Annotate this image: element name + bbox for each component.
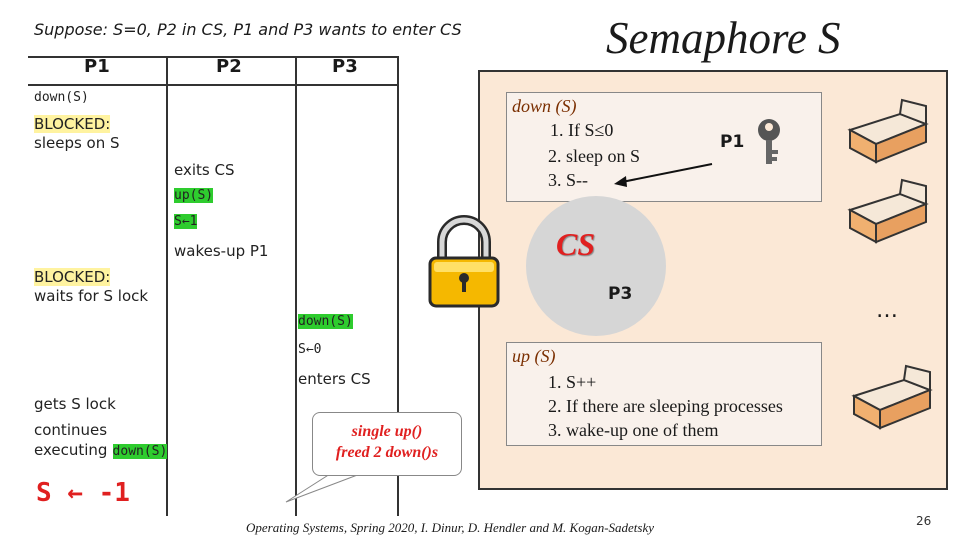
down-step-3: 3. S--	[548, 170, 588, 190]
callout-bubble: single up() freed 2 down()s	[312, 412, 462, 476]
p1-down-call-2: down(S)	[112, 444, 168, 459]
slide-title: Semaphore S	[606, 13, 841, 63]
p3-process-label: P3	[608, 284, 633, 304]
p1-continues-text: continues	[34, 421, 108, 439]
page-number: 26	[916, 514, 932, 528]
up-step-2: 2. If there are sleeping processes	[548, 396, 783, 416]
bed-icon	[847, 98, 929, 164]
scenario-caption: Suppose: S=0, P2 in CS, P1 and P3 wants …	[34, 20, 462, 39]
column-header-p3: P3	[332, 56, 358, 77]
more-beds-ellipsis: …	[876, 298, 898, 323]
down-step-1: 1. If S≤0	[550, 120, 614, 140]
table-header-divider	[28, 84, 398, 86]
p2-exits-text: exits CS	[174, 161, 235, 179]
p1-sleeps-text: sleeps on S	[34, 134, 120, 152]
column-divider-2	[295, 56, 297, 516]
bed-icon	[851, 364, 933, 430]
p1-blocked-label-2: BLOCKED:	[34, 268, 111, 286]
up-step-1: 1. S++	[548, 372, 597, 392]
footer-credits: Operating Systems, Spring 2020, I. Dinur…	[246, 520, 655, 535]
p1-executing-text: executing	[34, 441, 108, 459]
callout-line-2: freed 2 down()s	[335, 444, 439, 461]
p1-process-label: P1	[720, 132, 745, 152]
p3-down-call: down(S)	[298, 314, 353, 329]
down-procedure-title: down (S)	[512, 96, 577, 116]
p1-waits-text: waits for S lock	[34, 287, 149, 305]
bed-icon	[847, 178, 929, 244]
p3-enters-text: enters CS	[298, 370, 371, 388]
column-header-p1: P1	[84, 56, 110, 77]
p1-gets-lock-text: gets S lock	[34, 395, 116, 413]
result-value: S ← -1	[36, 478, 130, 508]
column-header-p2: P2	[216, 56, 242, 77]
p1-blocked-label: BLOCKED:	[34, 115, 111, 133]
column-divider-1	[166, 56, 168, 516]
column-divider-3	[397, 56, 399, 516]
p1-executing-line: executing down(S)	[34, 440, 168, 459]
key-icon	[758, 119, 780, 164]
callout-line-1: single up()	[351, 423, 423, 440]
table-top-border	[28, 56, 398, 58]
p3-s-assign: S←0	[298, 342, 322, 357]
p2-up-call: up(S)	[174, 188, 214, 203]
critical-section-label: CS	[556, 226, 596, 262]
up-procedure-title: up (S)	[512, 346, 556, 366]
p2-s-assign: S←1	[174, 214, 198, 229]
down-step-2: 2. sleep on S	[548, 146, 640, 166]
up-step-3: 3. wake-up one of them	[548, 420, 719, 440]
up-procedure-box	[506, 342, 822, 446]
p1-down-call: down(S)	[34, 90, 89, 105]
p2-wakes-text: wakes-up P1	[174, 242, 269, 260]
padlock-icon	[428, 215, 500, 308]
critical-section	[526, 196, 666, 336]
